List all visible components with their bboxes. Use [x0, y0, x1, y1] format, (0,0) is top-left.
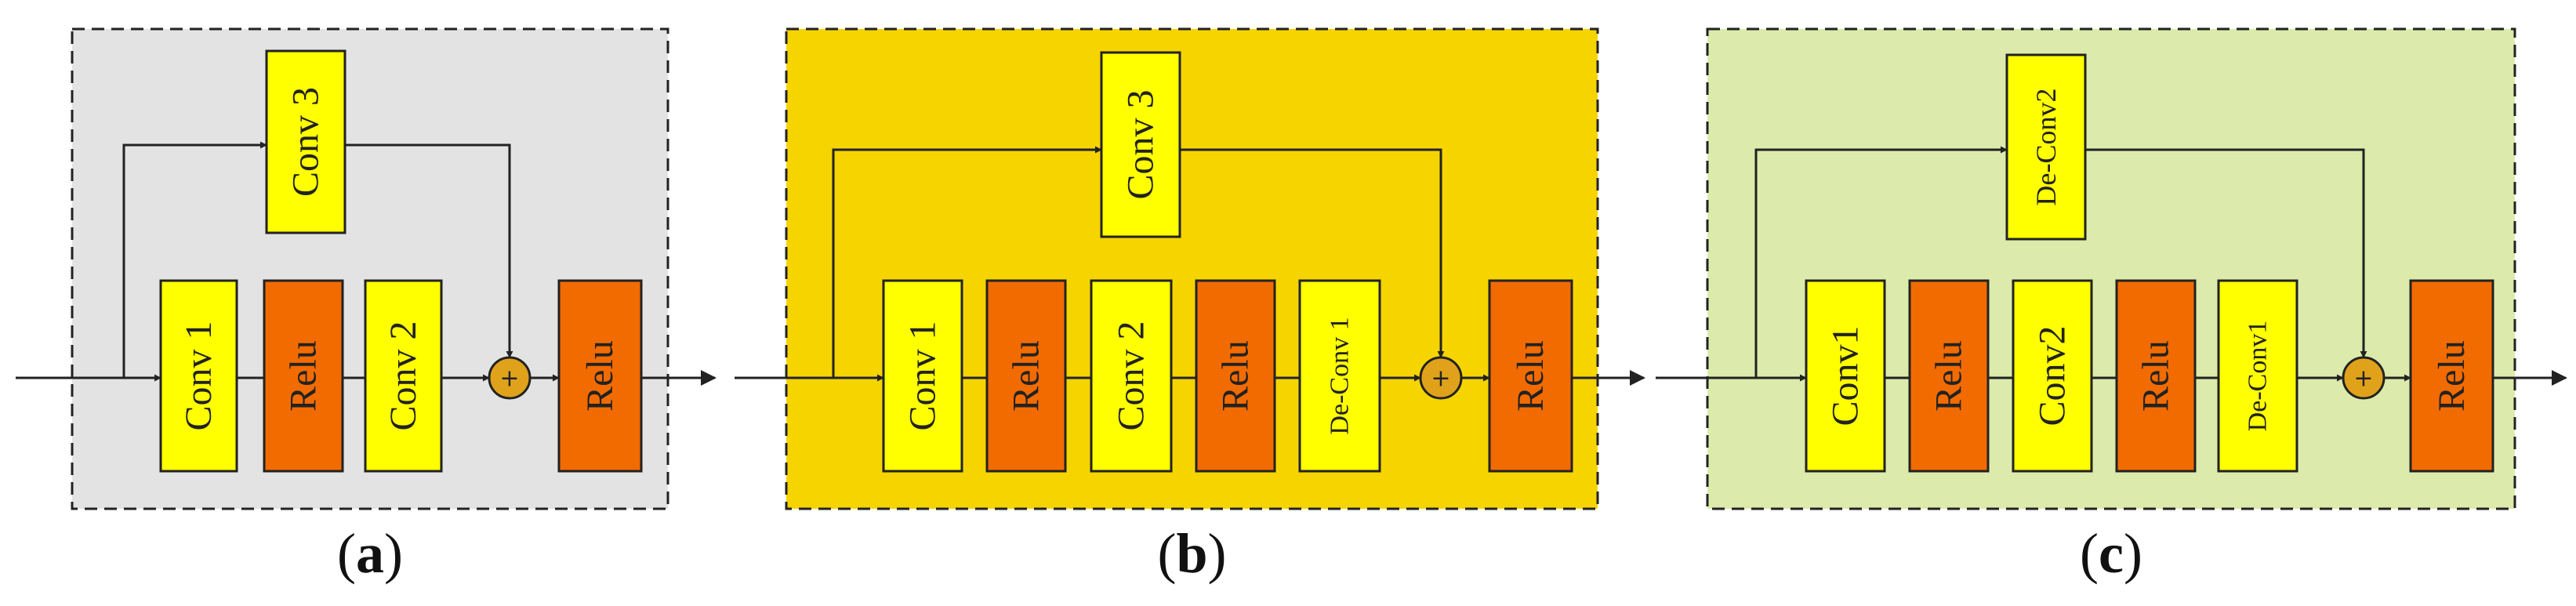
plus-sign: + — [1431, 365, 1450, 393]
post-relu-block: Relu — [2409, 279, 2494, 473]
shortcut-block-rect — [265, 49, 346, 234]
post-relu-block-rect — [2409, 279, 2494, 473]
conv-block-3: Conv 2 — [364, 279, 443, 473]
adder-node: + — [2342, 356, 2386, 400]
post-relu-block-label: Relu — [2431, 340, 2473, 412]
relu-block-2: Relu — [1908, 279, 1990, 473]
conv-block-5-rect — [1298, 279, 1381, 473]
conv-block-1-rect — [1805, 279, 1886, 473]
caption-close-paren: ) — [1208, 522, 1227, 585]
conv-block-3-label: Conv 2 — [383, 321, 424, 430]
plus-sign: + — [499, 365, 519, 393]
relu-block-2-rect — [985, 279, 1067, 473]
adder-node: + — [488, 356, 532, 400]
shortcut-block: De-Conv2 — [2005, 53, 2087, 241]
skip-branch-in — [832, 146, 1102, 378]
post-relu-block-label: Relu — [579, 340, 621, 412]
conv-block-3-rect — [2012, 279, 2093, 473]
skip-branch-out — [345, 143, 513, 358]
panel-b-caption: (b) — [1157, 522, 1226, 585]
plus-sign: + — [2353, 365, 2373, 393]
caption-letter: c — [2099, 522, 2124, 585]
panel-c-caption: (c) — [2080, 522, 2142, 585]
conv-block-5-label: De-Conv 1 — [1326, 317, 1355, 434]
relu-block-2-rect — [1908, 279, 1990, 473]
relu-block-2-label: Relu — [1006, 340, 1047, 412]
panel-b: Conv 1 Relu Conv 2 Relu De-Conv 1 Conv 3 + Relu… — [735, 27, 1645, 585]
adder-node: + — [1419, 356, 1463, 400]
conv-block-1-label: Conv 1 — [178, 321, 220, 430]
post-relu-block-rect — [1488, 279, 1573, 473]
conv-block-1: Conv1 — [1805, 279, 1886, 473]
panel-c: Conv1 Relu Conv2 Relu De-Conv1 De-Conv2 + Relu (… — [1656, 27, 2567, 585]
conv-block-3-label: Conv 2 — [1111, 321, 1152, 430]
shortcut-block-label: Conv 3 — [285, 87, 327, 197]
relu-block-2-label: Relu — [1928, 340, 1970, 412]
shortcut-block-rect — [2005, 53, 2087, 241]
conv-block-1: Conv 1 — [159, 279, 238, 473]
panel-a-caption: (a) — [337, 522, 403, 585]
panel-a: Conv 1 Relu Conv 2 Conv 3 + Relu (a) — [16, 27, 717, 585]
skip-branch-in — [1754, 146, 2008, 378]
conv-block-1-label: Conv 1 — [902, 321, 944, 430]
caption-close-paren: ) — [2124, 522, 2142, 585]
conv-block-3-label: Conv2 — [2032, 325, 2073, 426]
skip-branch-out — [1180, 148, 1445, 358]
shortcut-block-label: Conv 3 — [1120, 89, 1162, 199]
conv-block-1-rect — [882, 279, 963, 473]
conv-block-5-label: De-Conv1 — [2244, 321, 2273, 432]
relu-block-4-rect — [1195, 279, 1276, 473]
shortcut-block-label: De-Conv2 — [2030, 89, 2062, 206]
skip-branch-in — [122, 141, 267, 378]
relu-block-2-rect — [263, 279, 344, 473]
caption-open-paren: ( — [1157, 522, 1176, 585]
conv-block-1-label: Conv1 — [1825, 325, 1867, 426]
post-relu-block-rect — [557, 279, 643, 473]
post-relu-block: Relu — [1488, 279, 1573, 473]
shortcut-block: Conv 3 — [265, 49, 346, 234]
conv-block-3-rect — [364, 279, 443, 473]
caption-close-paren: ) — [384, 522, 403, 585]
caption-open-paren: ( — [337, 522, 356, 585]
relu-block-4-label: Relu — [2135, 340, 2177, 412]
conv-block-3: Conv 2 — [1090, 279, 1173, 473]
caption-open-paren: ( — [2080, 522, 2099, 585]
conv-block-1-rect — [159, 279, 238, 473]
relu-block-2-label: Relu — [283, 340, 325, 412]
caption-letter: b — [1176, 522, 1207, 585]
post-relu-block-label: Relu — [1510, 340, 1551, 412]
post-relu-block: Relu — [557, 279, 643, 473]
relu-block-4-rect — [2115, 279, 2197, 473]
caption-letter: a — [356, 522, 384, 585]
shortcut-block-rect — [1100, 51, 1181, 238]
conv-block-5-rect — [2217, 279, 2298, 473]
conv-block-1: Conv 1 — [882, 279, 963, 473]
skip-branch-out — [2085, 148, 2367, 358]
relu-block-4: Relu — [1195, 279, 1276, 473]
relu-block-2: Relu — [985, 279, 1067, 473]
shortcut-block: Conv 3 — [1100, 51, 1181, 238]
conv-block-3: Conv2 — [2012, 279, 2093, 473]
relu-block-2: Relu — [263, 279, 344, 473]
relu-block-4-label: Relu — [1215, 340, 1257, 412]
conv-block-5: De-Conv 1 — [1298, 279, 1381, 473]
conv-block-3-rect — [1090, 279, 1173, 473]
relu-block-4: Relu — [2115, 279, 2197, 473]
conv-block-5: De-Conv1 — [2217, 279, 2298, 473]
